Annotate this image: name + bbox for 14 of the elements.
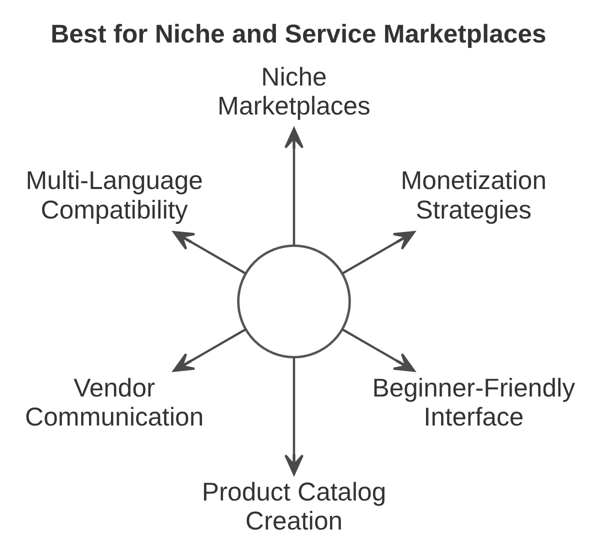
arrow [172,230,246,274]
node-text: Monetization Strategies [400,167,547,224]
node-text: Vendor Communication [25,374,204,432]
arrow [342,328,416,372]
node-text: Beginner-Friendly Interface [372,374,576,432]
node-text: Product Catalog Creation [202,478,386,536]
arrow [284,358,304,476]
node-circle [237,244,351,358]
node-text: Niche Marketplaces [218,63,370,121]
diagram-title: Best for Niche and Service Marketplaces [50,20,546,49]
arrow [284,128,304,246]
node-text: Multi-Language Compatibility [26,167,203,224]
arrow [172,328,246,372]
arrow [342,230,416,274]
